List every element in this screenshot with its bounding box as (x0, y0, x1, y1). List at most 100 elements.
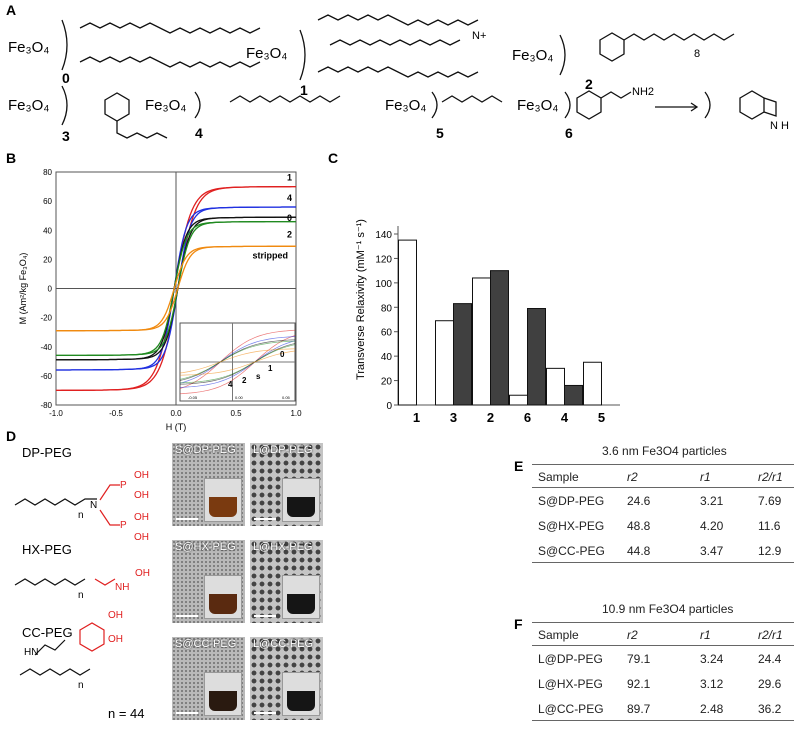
scale-bar (176, 518, 198, 520)
inset-label: 4 (228, 380, 233, 389)
panel-label-d: D (6, 428, 17, 444)
ligand-dp-peg: DP-PEG (22, 445, 72, 460)
x-tick-label: -1.0 (49, 409, 63, 418)
tem-image: S@HX-PEG (172, 540, 245, 623)
bar-4-dark (564, 384, 583, 406)
fe3o4-label: Fe₃O₄ (8, 97, 49, 114)
svg-text:OH: OH (108, 610, 123, 621)
ammonium-label: N+ (472, 30, 487, 42)
x-tick-label: 1 (413, 410, 420, 425)
svg-text:OH: OH (134, 512, 149, 523)
scale-bar (176, 615, 198, 617)
inset-curve (179, 340, 296, 380)
panel-label-a: A (6, 2, 17, 18)
table-cell: 24.6 (627, 494, 651, 508)
compound-1: 1 (300, 82, 308, 98)
y-tick-label: -40 (40, 343, 52, 352)
x-tick-label: 5 (598, 410, 605, 425)
tem-caption: S@DP-PEG (175, 444, 236, 456)
y-tick-label: 100 (375, 279, 392, 290)
panel-label-e: E (514, 458, 524, 474)
fe3o4-label: Fe₃O₄ (512, 47, 553, 64)
bar-3-light (435, 320, 454, 406)
table-cell: 89.7 (627, 702, 651, 716)
bar-1-light (398, 239, 417, 406)
column-header: r1 (700, 470, 711, 484)
table-cell: S@DP-PEG (538, 494, 605, 508)
tem-caption: S@CC-PEG (175, 638, 237, 650)
y-tick-label: 40 (381, 352, 393, 363)
ligand-structures: Fe₃O₄ Fe₃O₄ Fe₃O₄ Fe₃O₄ Fe₃O₄ Fe₃O₄ Fe₃O… (8, 14, 777, 139)
table-cell: S@CC-PEG (538, 544, 605, 558)
bar-5-light (583, 361, 602, 406)
tem-caption: L@DP-PEG (253, 444, 313, 456)
compound-4: 4 (195, 125, 203, 141)
inset-curve (179, 335, 296, 395)
svg-text:OH: OH (134, 470, 149, 481)
svg-text:n: n (78, 590, 84, 601)
compound-6: 6 (565, 125, 573, 141)
inset-x-tick: -0.05 (188, 395, 198, 400)
table-cell: 7.69 (758, 494, 782, 508)
vial-photo (282, 575, 320, 619)
table-cell: 2.48 (700, 702, 724, 716)
table-cell: L@HX-PEG (538, 677, 603, 691)
compound-5: 5 (436, 125, 444, 141)
tem-image: L@HX-PEG (250, 540, 323, 623)
inset-x-tick: 0.05 (282, 395, 291, 400)
y-tick-label: 40 (43, 226, 52, 235)
table-cell: 3.24 (700, 652, 724, 666)
compound-3: 3 (62, 128, 70, 144)
tem-image: L@DP-PEG (250, 443, 323, 526)
bar-2-light (472, 277, 491, 406)
table-title: 3.6 nm Fe3O4 particles (602, 444, 727, 458)
y-tick-label: 0 (48, 285, 53, 294)
table-cell: L@DP-PEG (538, 652, 603, 666)
inset-curve (179, 350, 296, 376)
table-cell: 4.20 (700, 519, 724, 533)
y-tick-label: 0 (386, 401, 392, 412)
scale-bar (176, 712, 198, 714)
y-tick-label: 120 (375, 254, 392, 265)
table-cell: 44.8 (627, 544, 651, 558)
inset-curve (179, 344, 296, 384)
table-cell: 24.4 (758, 652, 782, 666)
scale-bar (254, 518, 276, 520)
peg-repeat: 8 (694, 48, 701, 60)
inset-label: s (256, 372, 261, 381)
y-axis-label: Transverse Relaxivity (mM⁻¹ s⁻¹) (355, 219, 367, 380)
inset-curve (179, 329, 296, 389)
y-tick-label: 80 (381, 303, 393, 314)
fe3o4-label: Fe₃O₄ (385, 97, 426, 114)
table-cell: 79.1 (627, 652, 651, 666)
svg-text:P: P (120, 480, 127, 491)
compound-2: 2 (585, 76, 593, 92)
inset-label: 1 (268, 364, 273, 373)
bar-4-light (546, 367, 565, 406)
vial-photo (204, 575, 242, 619)
table-cell: 3.21 (700, 494, 724, 508)
svg-text:OH: OH (134, 490, 149, 501)
bar-2-dark (490, 270, 509, 406)
bar-6-dark (527, 308, 546, 406)
svg-text:OH: OH (135, 568, 150, 579)
x-tick-label: 6 (524, 410, 531, 425)
series-2-curve (56, 220, 296, 357)
y-tick-label: 80 (43, 168, 52, 177)
table-cell: 11.6 (758, 519, 781, 533)
y-tick-label: -60 (40, 372, 52, 381)
column-header: r2/r1 (758, 628, 783, 642)
inset-curve (179, 340, 296, 388)
svg-text:OH: OH (108, 634, 123, 645)
inset-label: 0 (280, 350, 285, 359)
y-tick-label: 60 (381, 328, 393, 339)
bar-3-dark (453, 303, 472, 406)
y-tick-label: 20 (43, 255, 52, 264)
svg-text:HN: HN (24, 647, 38, 658)
scale-bar (254, 615, 276, 617)
y-axis-label: M (Am²/kg Fe₃O₄) (18, 253, 28, 325)
y-tick-label: 60 (43, 197, 52, 206)
x-tick-label: 3 (450, 410, 457, 425)
